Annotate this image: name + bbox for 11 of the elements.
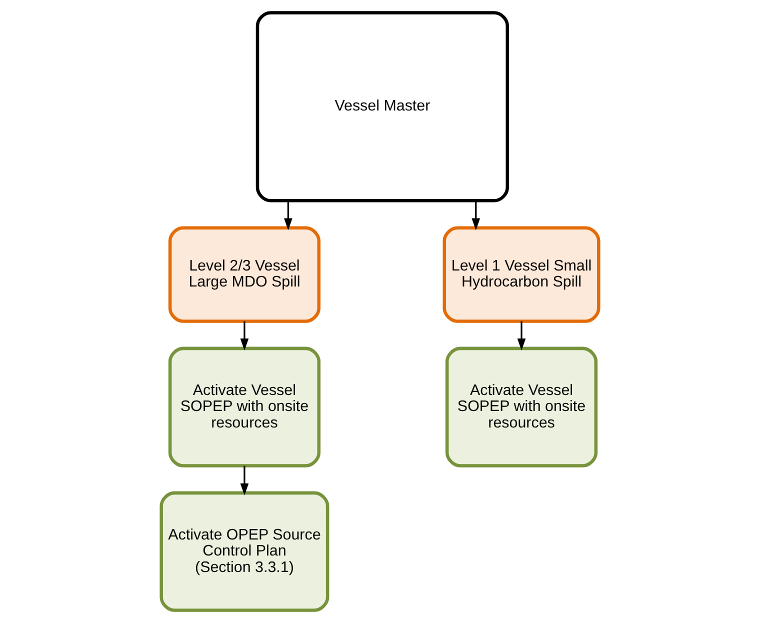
node-box: Vessel Master [256, 11, 510, 202]
node-box: Activate OPEP Source Control Plan (Section 3.3.1) [160, 491, 330, 612]
arrow [284, 200, 292, 230]
node-box: Level 2/3 Vessel Large MDO Spill [168, 226, 321, 323]
arrow [240, 466, 249, 496]
node-box: Activate Vessel SOPEP with onsite resources [445, 346, 598, 468]
node-box: Activate Vessel SOPEP with onsite resources [168, 346, 321, 468]
arrow [240, 321, 249, 350]
arrow [517, 321, 526, 350]
arrow [472, 200, 480, 230]
node-box: Level 1 Vessel Small Hydrocarbon Spill [442, 226, 600, 323]
